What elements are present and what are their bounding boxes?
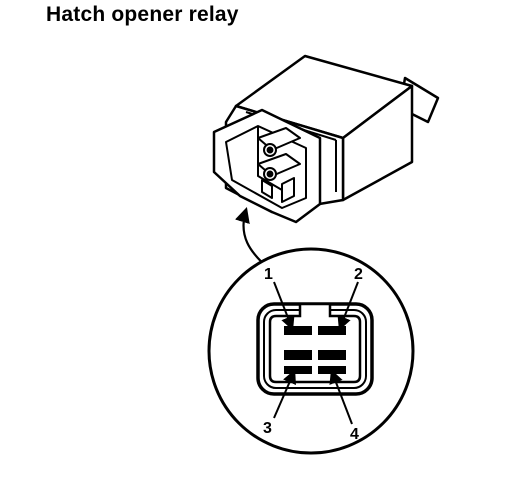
pin-leaders <box>273 281 359 425</box>
magnified-connector-view <box>207 247 415 455</box>
pin-label-4: 4 <box>350 426 359 443</box>
pin-2-terminal <box>318 326 346 335</box>
page-title: Hatch opener relay <box>46 3 239 26</box>
pin-4-terminal <box>318 350 346 360</box>
pin-3-terminal <box>284 350 312 360</box>
pin-label-2: 2 <box>354 266 363 283</box>
relay-body <box>212 54 440 224</box>
pin-label-3: 3 <box>263 420 272 437</box>
pin-label-1: 1 <box>264 266 273 283</box>
pin-1-terminal <box>284 326 312 335</box>
